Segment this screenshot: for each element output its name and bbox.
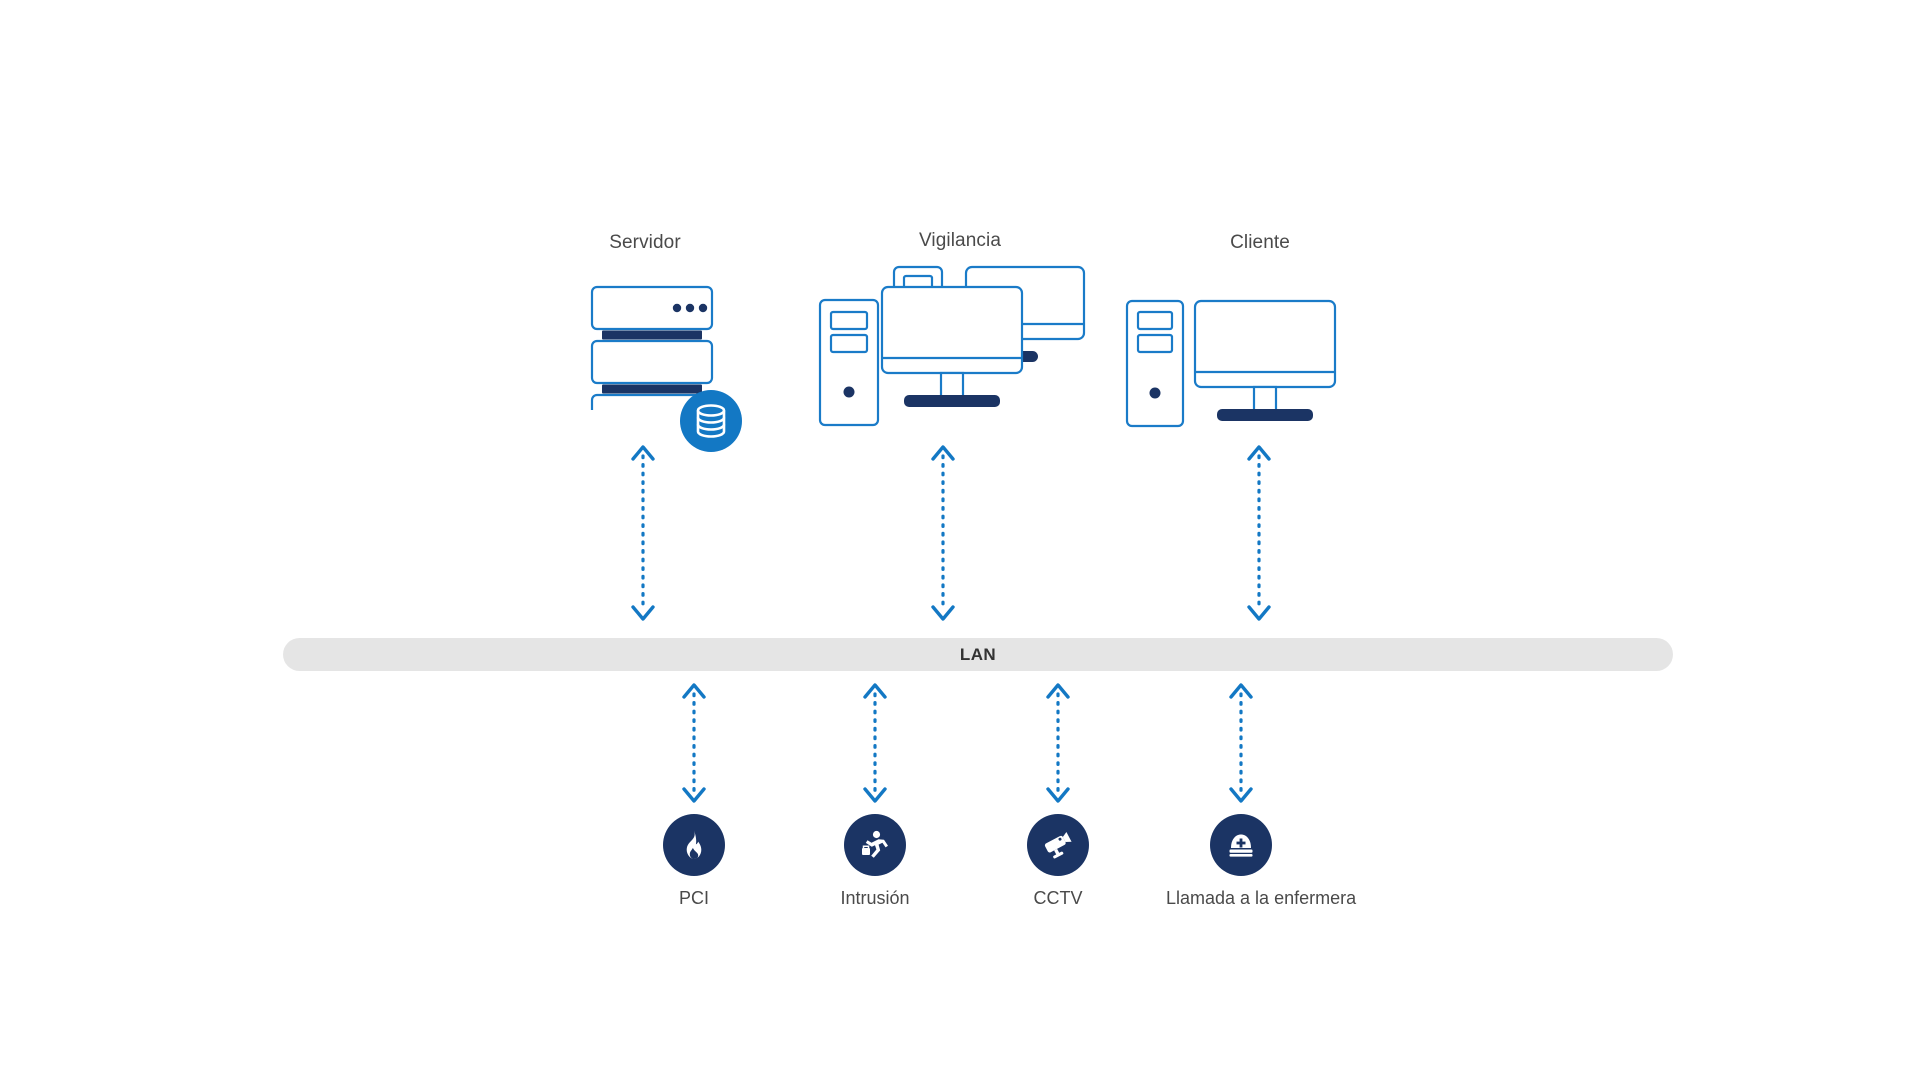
cctv-icon-circle[interactable]	[1027, 814, 1089, 876]
service-intrusion[interactable]: Intrusión	[800, 814, 950, 909]
service-label-cctv: CCTV	[1033, 888, 1083, 908]
nurse-call-icon-circle[interactable]	[1210, 814, 1272, 876]
intrusion-icon-circle[interactable]	[844, 814, 906, 876]
connector-servidor-lan	[631, 445, 655, 621]
monitor	[1193, 299, 1337, 421]
server-stack-icon[interactable]	[580, 285, 745, 410]
service-label-pci: PCI	[678, 888, 709, 908]
service-label-intrusion: Intrusión	[840, 888, 910, 908]
connector-lan-nurse-call	[1229, 683, 1253, 803]
surveillance-workstation-icon[interactable]	[818, 265, 1088, 430]
fire-flame-icon	[686, 830, 702, 859]
tower-pc	[1125, 299, 1185, 428]
nurse-cap-icon	[1229, 834, 1253, 857]
service-cctv[interactable]: CCTV	[983, 814, 1133, 909]
cctv-camera-icon	[1044, 832, 1072, 859]
connector-lan-pci	[682, 683, 706, 803]
connector-lan-intrusion	[863, 683, 887, 803]
running-person-intrusion-icon	[862, 830, 888, 858]
service-pci[interactable]: PCI	[619, 814, 769, 909]
connector-vigilancia-lan	[931, 445, 955, 621]
group-label-vigilancia: Vigilancia	[919, 230, 1001, 251]
connector-cliente-lan	[1247, 445, 1271, 621]
connector-lan-cctv	[1046, 683, 1070, 803]
group-label-cliente: Cliente	[1230, 232, 1290, 253]
tower-pc	[818, 298, 880, 427]
database-badge-icon[interactable]	[680, 390, 742, 452]
front-monitor	[880, 285, 1024, 407]
service-nurse-call[interactable]: Llamada a la enfermera	[1166, 814, 1357, 909]
service-label-nurse-call: Llamada a la enfermera	[1166, 888, 1357, 908]
group-label-servidor: Servidor	[609, 232, 681, 253]
pci-icon-circle[interactable]	[663, 814, 725, 876]
lan-label: LAN	[959, 645, 997, 664]
lan-network-bar[interactable]: LAN	[283, 638, 1673, 671]
desktop-computer-icon[interactable]	[1125, 295, 1340, 430]
